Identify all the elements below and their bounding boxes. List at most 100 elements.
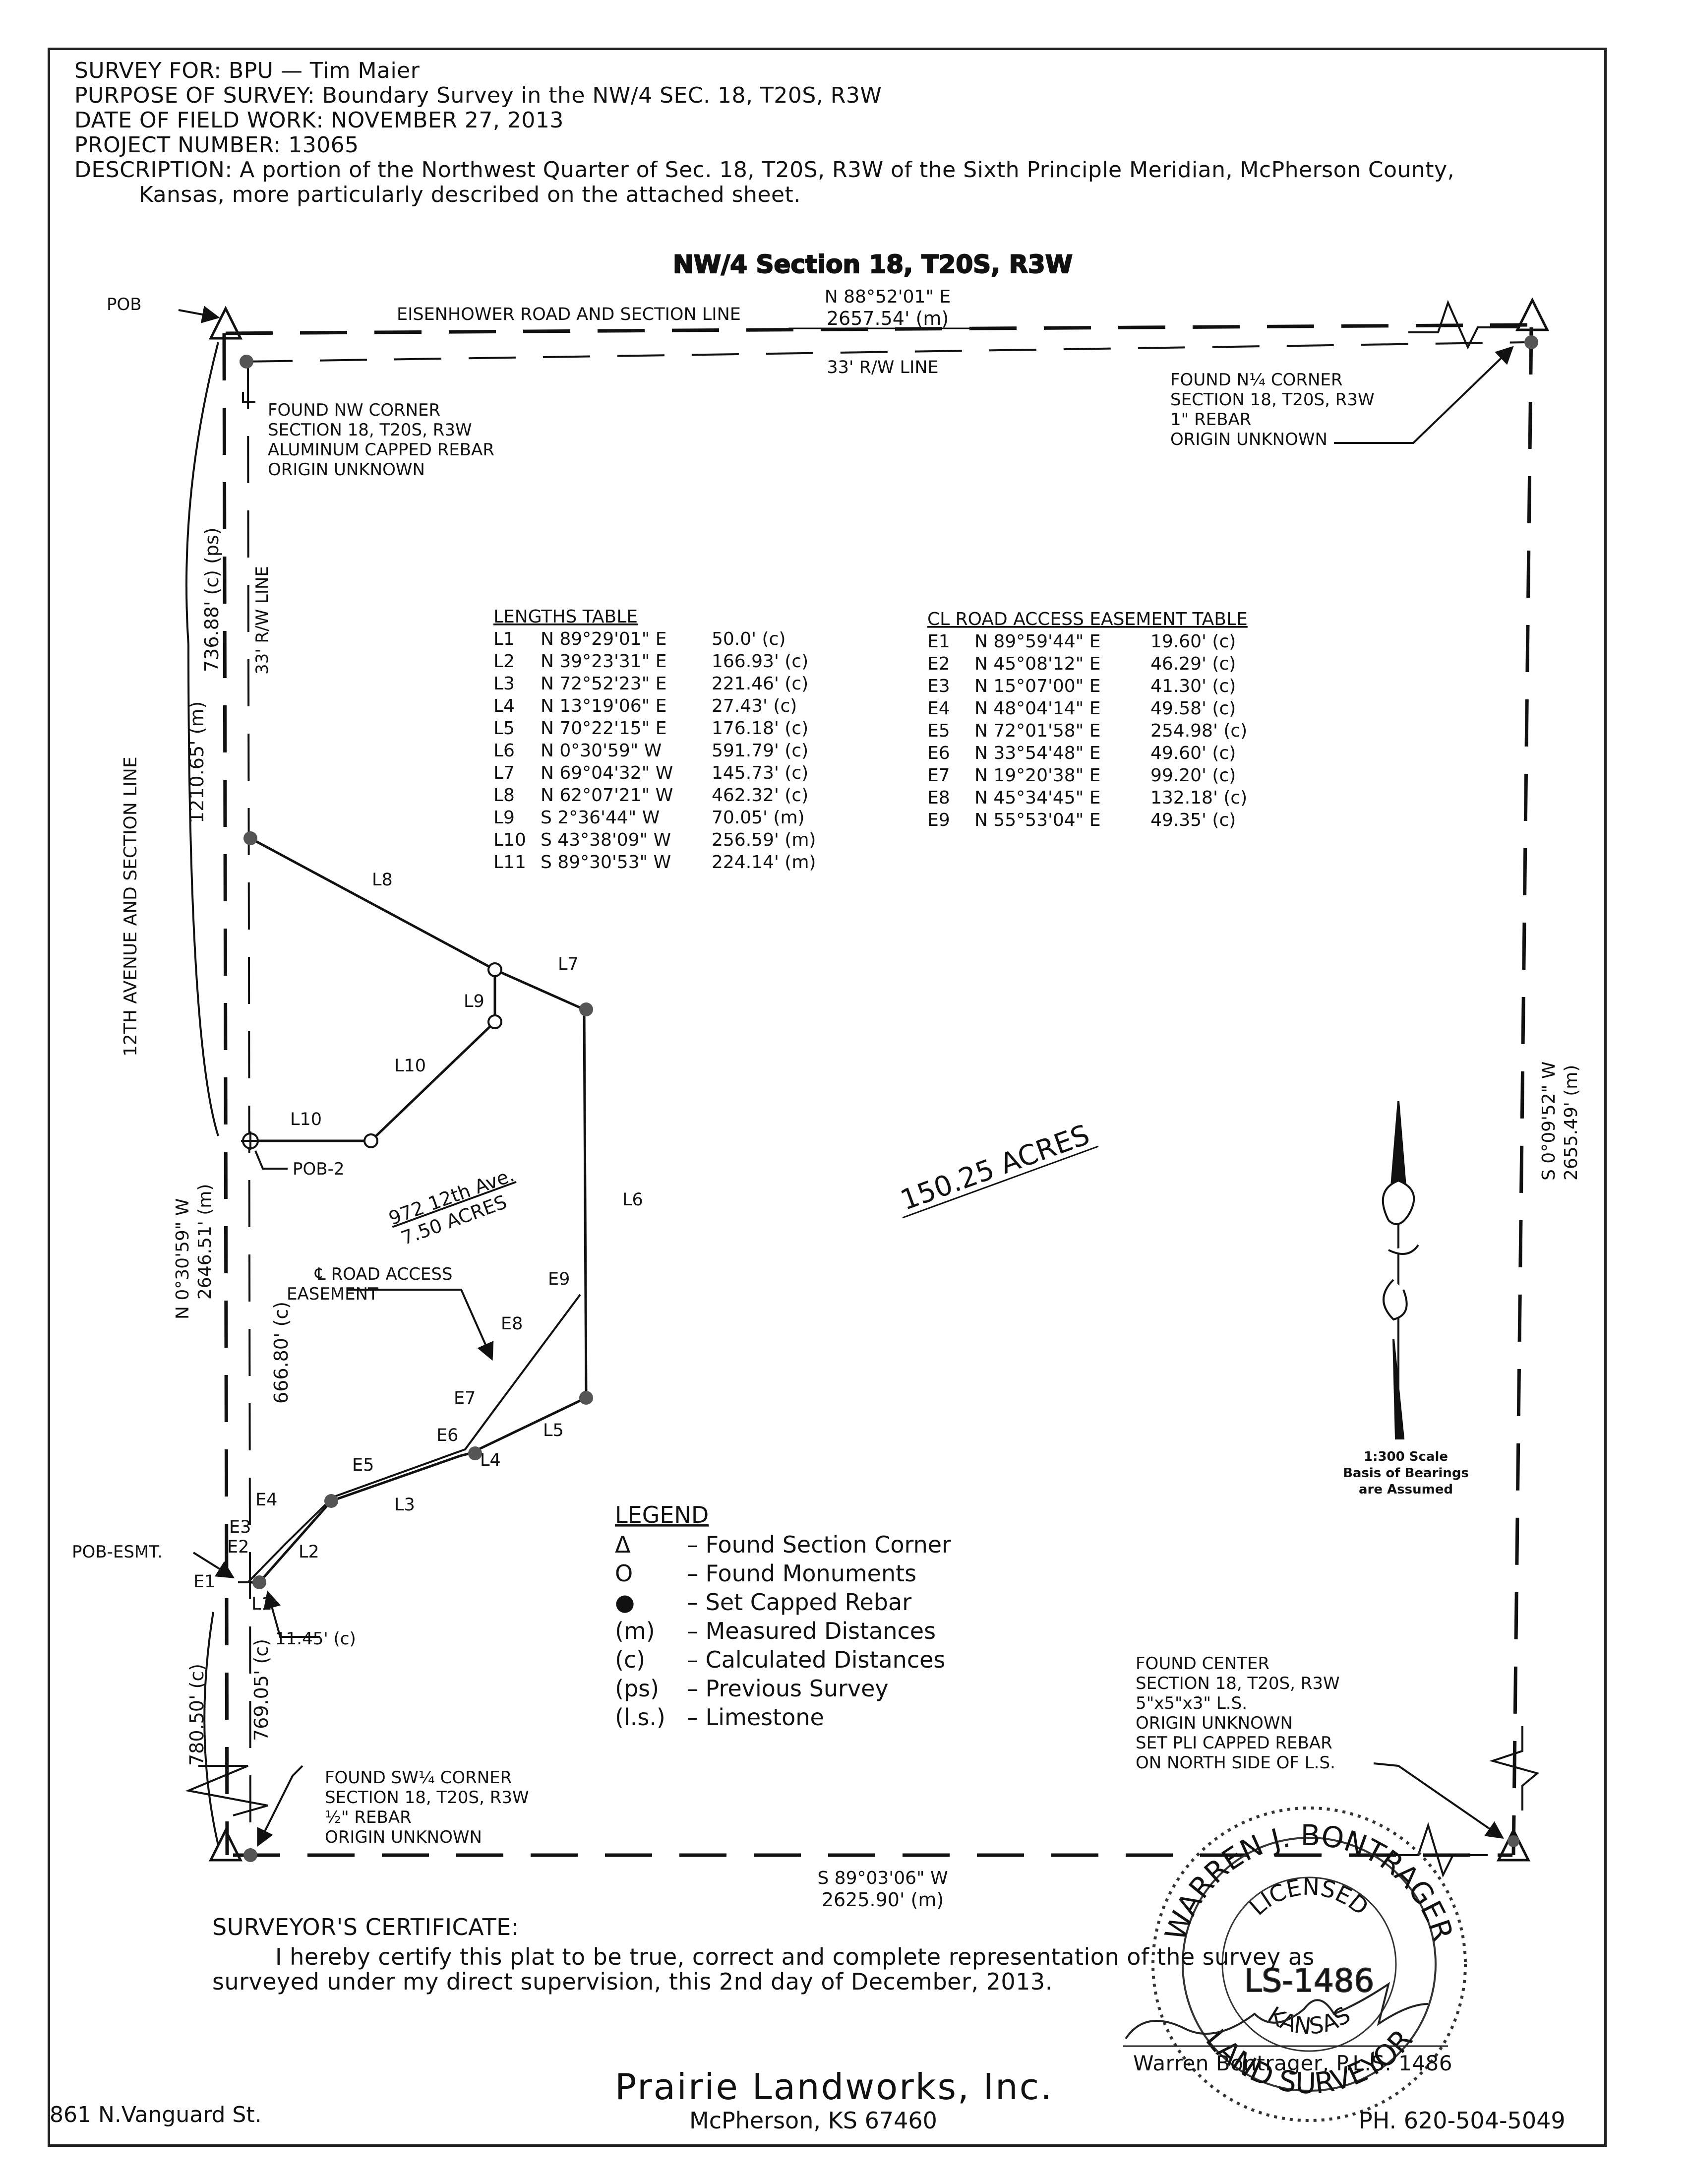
lengths-table-row-5-col-1: L5: [493, 718, 515, 739]
easement-table-row-5-col-2: N 72°01'58" E: [974, 721, 1100, 741]
svg-text:ORIGIN UNKNOWN: ORIGIN UNKNOWN: [1136, 1713, 1293, 1733]
svg-text:SET PLI CAPPED REBAR: SET PLI CAPPED REBAR: [1136, 1733, 1332, 1753]
easement-table-row-9-col-3: 49.35' (c): [1150, 810, 1236, 830]
svg-text:E6: E6: [436, 1426, 458, 1445]
lengths-table-row-8-col-1: L8: [493, 785, 515, 806]
svg-text:L4: L4: [480, 1450, 501, 1470]
svg-text:L2: L2: [299, 1542, 319, 1562]
lengths-table-row-1-col-2: N 89°29'01" E: [541, 629, 666, 649]
legend-label-1: – Found Section Corner: [687, 1531, 951, 1558]
easement-table-row-5-col-1: E5: [927, 721, 950, 741]
west-break-symbol: [185, 1765, 268, 1816]
north-section-line: [225, 323, 1528, 335]
svg-text:E5: E5: [352, 1455, 374, 1475]
svg-text:SECTION 18, T20S, R3W: SECTION 18, T20S, R3W: [1136, 1674, 1340, 1693]
description-line-2: Kansas, more particularly described on t…: [139, 182, 801, 207]
easement-table-row-8-col-1: E8: [927, 788, 950, 808]
dim-780-arc: [203, 1612, 219, 1846]
lengths-table-row-2-col-2: N 39°23'31" E: [541, 651, 666, 672]
lengths-table-row-2-col-1: L2: [493, 651, 515, 672]
center-corner-note: FOUND CENTER SECTION 18, T20S, R3W 5"x5"…: [1136, 1654, 1340, 1773]
line-labels: L8 L7 L9 L10 L10 L6 L5 L4 L3 L2 L1: [251, 870, 643, 1614]
lengths-table-row-7-col-1: L7: [493, 763, 515, 783]
easement-table-row-6-col-2: N 33°54'48" E: [974, 743, 1100, 763]
svg-text:E3: E3: [229, 1517, 251, 1537]
svg-text:L8: L8: [372, 870, 393, 890]
monument-l9-icon: [487, 1014, 502, 1029]
svg-text:L7: L7: [558, 954, 579, 974]
dim-736-label: 736.88' (c) (ps): [201, 527, 223, 672]
svg-text:ORIGIN UNKNOWN: ORIGIN UNKNOWN: [268, 460, 425, 480]
scale-note: 1:300 Scale Basis of Bearings are Assume…: [1343, 1449, 1469, 1497]
easement-table-row-4-col-3: 49.58' (c): [1150, 698, 1236, 719]
north-bearing: N 88°52'01" E: [825, 287, 951, 307]
svg-text:L3: L3: [394, 1495, 415, 1515]
svg-text:LICENSED: LICENSED: [1244, 1873, 1374, 1921]
field-work-date: DATE OF FIELD WORK: NOVEMBER 27, 2013: [74, 108, 564, 133]
pob-leader: [178, 306, 220, 323]
svg-text:L5: L5: [543, 1421, 564, 1440]
north-row-label: 33' R/W LINE: [827, 358, 938, 377]
svg-text:E1: E1: [193, 1572, 215, 1592]
company-address: 861 N.Vanguard St.: [50, 2102, 262, 2127]
n14-section-corner-icon: [1515, 297, 1550, 331]
svg-text:LS-1486: LS-1486: [1244, 1963, 1374, 1999]
easement-table-row-2-col-3: 46.29' (c): [1150, 654, 1236, 674]
lengths-table-row-8-col-2: N 62°07'21" W: [541, 785, 673, 806]
easement-table-row-7-col-3: 99.20' (c): [1150, 765, 1236, 786]
center-corner-rebar-icon: [1508, 1835, 1519, 1847]
lengths-table-row-2-col-3: 166.93' (c): [712, 651, 808, 672]
dim-780-label: 780.50' (c): [186, 1664, 208, 1766]
pob-esmt-leader: [192, 1552, 235, 1578]
pob-label: POB: [107, 295, 142, 314]
lengths-table-row-4-col-3: 27.43' (c): [712, 696, 797, 716]
lengths-table-row-4-col-1: L4: [493, 696, 515, 716]
easement-table-row-3-col-1: E3: [927, 676, 950, 696]
description-line-1: DESCRIPTION: A portion of the Northwest …: [74, 157, 1455, 183]
svg-text:ORIGIN UNKNOWN: ORIGIN UNKNOWN: [1170, 430, 1328, 449]
legend-label-5: – Calculated Distances: [687, 1646, 945, 1673]
svg-text:L6: L6: [622, 1190, 643, 1210]
legend-symbol-3: ●: [615, 1589, 635, 1616]
n14-corner-rebar-icon: [1524, 335, 1538, 349]
company-name: Prairie Landworks, Inc.: [615, 2066, 1054, 2108]
svg-text:FOUND SW¼ CORNER: FOUND SW¼ CORNER: [325, 1768, 512, 1788]
easement-table-row-5-col-3: 254.98' (c): [1150, 721, 1247, 741]
west-section-line: [222, 333, 229, 1856]
easement-table-row-3-col-3: 41.30' (c): [1150, 676, 1236, 696]
west-row-label: 33' R/W LINE: [252, 566, 272, 675]
legend-label-7: – Limestone: [687, 1704, 824, 1731]
project-number: PROJECT NUMBER: 13065: [74, 132, 359, 158]
svg-text:E8: E8: [501, 1314, 523, 1334]
lengths-table-row-7-col-3: 145.73' (c): [712, 763, 808, 783]
sw-corner-rebar-icon: [243, 1848, 257, 1862]
svg-text:L10: L10: [394, 1056, 426, 1076]
easement-table-row-8-col-2: N 45°34'45" E: [974, 788, 1100, 808]
nw-section-corner-icon: [208, 306, 243, 340]
dim-1210-label: 1210.65' (m): [186, 701, 208, 823]
nw-corner-note: FOUND NW CORNER SECTION 18, T20S, R3W AL…: [268, 400, 494, 480]
svg-text:E4: E4: [255, 1490, 277, 1510]
legend-symbol-7: (l.s.): [615, 1704, 665, 1731]
svg-text:ALUMINUM CAPPED REBAR: ALUMINUM CAPPED REBAR: [268, 440, 494, 460]
north-row-line: [245, 341, 1528, 363]
pob2-leader: [254, 1150, 288, 1170]
rebar-l6-icon: [579, 1002, 593, 1016]
easement-table-row-1-col-3: 19.60' (c): [1150, 631, 1236, 652]
dim-1210-arc: [187, 644, 219, 1136]
lengths-table-row-9-col-2: S 2°36'44" W: [541, 808, 660, 828]
easement-table: CL ROAD ACCESS EASEMENT TABLE: [927, 609, 1248, 629]
lengths-table: LENGTHS TABLE: [493, 607, 638, 627]
lengths-table-row-1-col-1: L1: [493, 629, 515, 649]
easement-table-row-1-col-2: N 89°59'44" E: [974, 631, 1100, 652]
easement-table-row-7-col-1: E7: [927, 765, 950, 786]
legend-label-3: – Set Capped Rebar: [687, 1589, 911, 1616]
lengths-table-row-7-col-2: N 69°04'32" W: [541, 763, 673, 783]
legend-label-4: – Measured Distances: [687, 1618, 936, 1644]
certificate-line-2: surveyed under my direct supervision, th…: [212, 1968, 1053, 1995]
rebar-l5-icon: [579, 1391, 593, 1405]
legend-label-6: – Previous Survey: [687, 1675, 889, 1702]
svg-text:SECTION 18, T20S, R3W: SECTION 18, T20S, R3W: [268, 420, 472, 440]
west-road-label: 12TH AVENUE AND SECTION LINE: [121, 756, 141, 1057]
